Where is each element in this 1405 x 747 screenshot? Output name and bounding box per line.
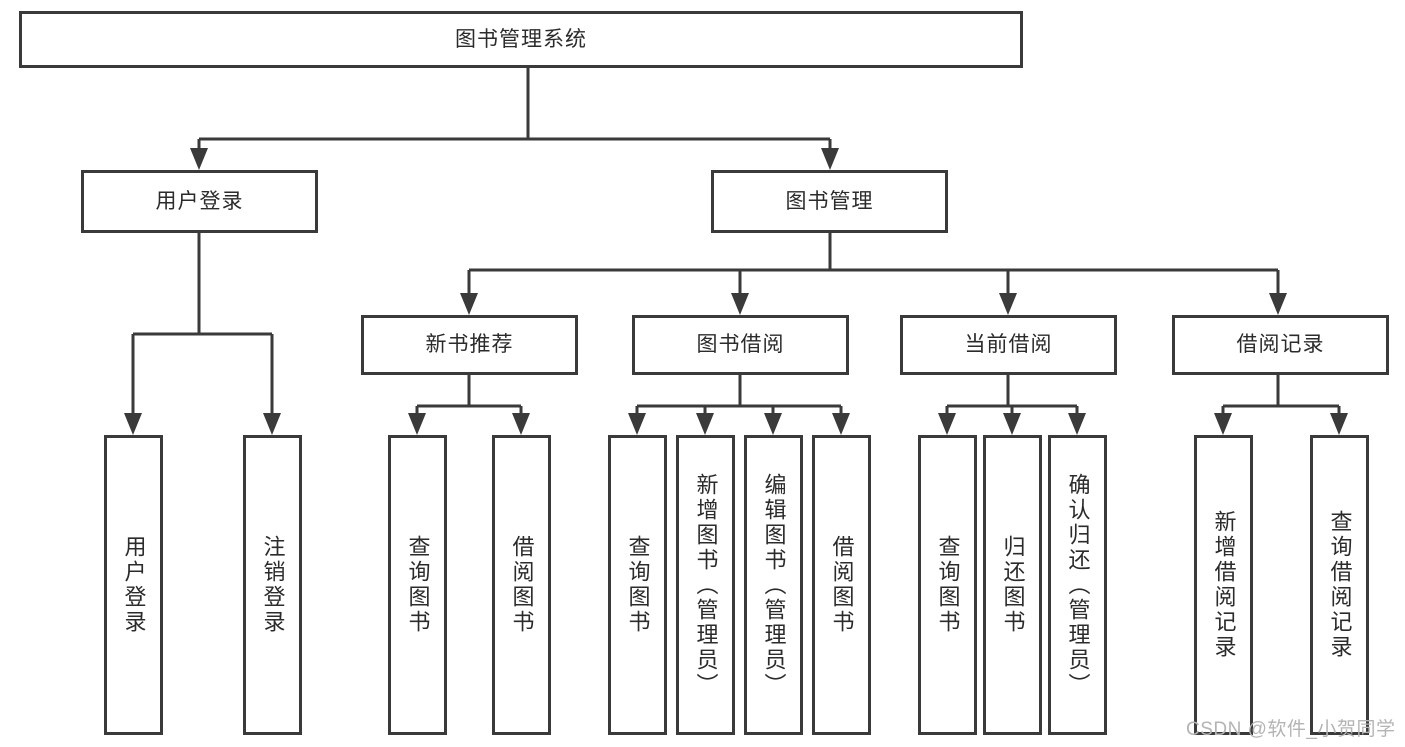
arrow-leaf-add-book — [696, 413, 714, 435]
node-new-book-recommend[interactable]: 新书推荐 — [361, 315, 578, 375]
node-book-borrow[interactable]: 图书借阅 — [632, 315, 849, 375]
node-borrow-record[interactable]: 借阅记录 — [1172, 315, 1389, 375]
node-root-label: 图书管理系统 — [455, 27, 587, 51]
node-leaf-add-book[interactable]: 新增图书（管理员） — [676, 435, 735, 735]
arrow-book-management — [821, 148, 839, 170]
node-leaf-user-login[interactable]: 用户登录 — [104, 435, 163, 735]
arrow-leaf-return-book — [1003, 413, 1021, 435]
node-root[interactable]: 图书管理系统 — [19, 11, 1023, 68]
node-user-login[interactable]: 用户登录 — [81, 170, 318, 233]
arrow-book-borrow — [731, 293, 749, 315]
node-leaf-logout-label: 注销登录 — [260, 535, 286, 635]
arrow-leaf-logout — [263, 413, 281, 435]
arrow-leaf-query-book-3 — [938, 413, 956, 435]
node-current-borrow[interactable]: 当前借阅 — [900, 315, 1117, 375]
node-book-management-label: 图书管理 — [785, 189, 874, 213]
arrow-leaf-query-book-1 — [408, 413, 426, 435]
watermark-text: CSDN @软件_小贺同学 — [1186, 719, 1396, 740]
node-leaf-query-record[interactable]: 查询借阅记录 — [1310, 435, 1369, 735]
arrow-leaf-edit-book — [764, 413, 782, 435]
node-leaf-borrow-book-1[interactable]: 借阅图书 — [492, 435, 551, 735]
node-leaf-logout[interactable]: 注销登录 — [243, 435, 302, 735]
node-leaf-borrow-book-2-label: 借阅图书 — [829, 535, 855, 635]
node-leaf-return-book[interactable]: 归还图书 — [983, 435, 1042, 735]
arrow-leaf-add-record — [1214, 413, 1232, 435]
arrow-current-borrow — [999, 293, 1017, 315]
node-current-borrow-label: 当前借阅 — [964, 333, 1053, 357]
arrow-borrow-record — [1269, 293, 1287, 315]
node-leaf-return-book-label: 归还图书 — [1000, 535, 1026, 635]
node-leaf-borrow-book-2[interactable]: 借阅图书 — [812, 435, 871, 735]
node-leaf-confirm-return[interactable]: 确认归还（管理员） — [1048, 435, 1107, 735]
arrow-leaf-user-login — [124, 413, 142, 435]
node-new-book-recommend-label: 新书推荐 — [425, 333, 514, 357]
arrow-leaf-confirm-return — [1068, 413, 1086, 435]
node-leaf-add-book-label: 新增图书（管理员） — [693, 472, 719, 698]
node-leaf-query-book-3[interactable]: 查询图书 — [918, 435, 977, 735]
node-book-management[interactable]: 图书管理 — [711, 170, 948, 233]
node-leaf-borrow-book-1-label: 借阅图书 — [509, 535, 535, 635]
node-leaf-query-book-2-label: 查询图书 — [625, 535, 651, 635]
node-leaf-user-login-label: 用户登录 — [121, 535, 147, 635]
node-leaf-query-book-2[interactable]: 查询图书 — [608, 435, 667, 735]
arrow-new-book-recommend — [460, 293, 478, 315]
node-leaf-add-record-label: 新增借阅记录 — [1211, 510, 1237, 660]
node-borrow-record-label: 借阅记录 — [1236, 333, 1325, 357]
arrow-user-login — [190, 148, 208, 170]
node-leaf-query-record-label: 查询借阅记录 — [1327, 510, 1353, 660]
node-leaf-edit-book[interactable]: 编辑图书（管理员） — [744, 435, 803, 735]
arrow-leaf-borrow-book-1 — [512, 413, 530, 435]
node-leaf-query-book-3-label: 查询图书 — [935, 535, 961, 635]
node-user-login-label: 用户登录 — [155, 189, 244, 213]
node-leaf-query-book-1-label: 查询图书 — [405, 535, 431, 635]
arrow-leaf-query-record — [1330, 413, 1348, 435]
arrow-leaf-query-book-2 — [628, 413, 646, 435]
arrow-leaf-borrow-book-2 — [832, 413, 850, 435]
node-leaf-add-record[interactable]: 新增借阅记录 — [1194, 435, 1253, 735]
node-leaf-edit-book-label: 编辑图书（管理员） — [761, 472, 787, 698]
node-leaf-query-book-1[interactable]: 查询图书 — [388, 435, 447, 735]
node-book-borrow-label: 图书借阅 — [696, 333, 785, 357]
node-leaf-confirm-return-label: 确认归还（管理员） — [1065, 472, 1091, 698]
